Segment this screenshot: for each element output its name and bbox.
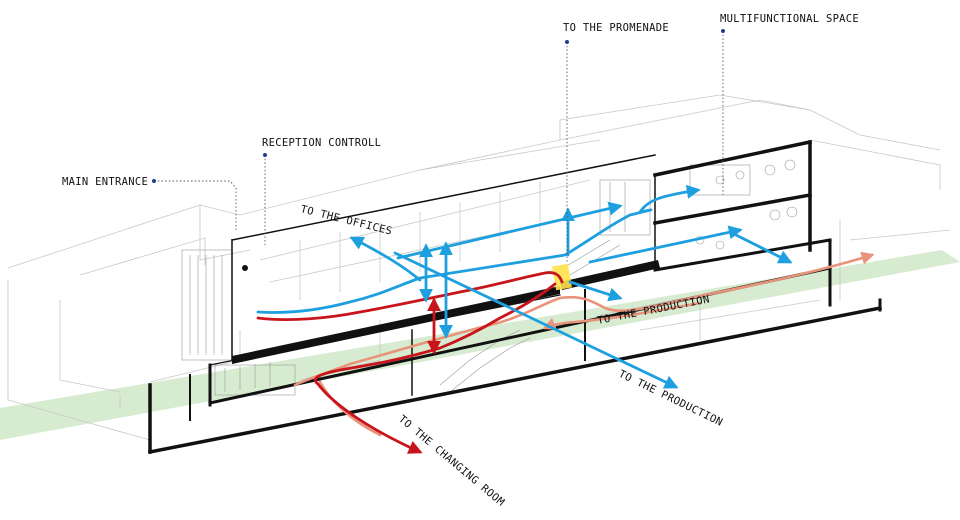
blue-flow-multi-out <box>728 230 793 264</box>
label-main-entrance: MAIN ENTRANCE <box>62 176 148 188</box>
blue-flow-main <box>256 208 653 314</box>
blue-flow-production-upper <box>568 280 623 302</box>
salmon-flows <box>293 251 875 437</box>
label-multifunctional-space: MULTIFUNCTIONAL SPACE <box>720 13 859 25</box>
red-flow-upper <box>256 271 564 322</box>
label-reception-control: RECEPTION CONTROLL <box>262 137 381 149</box>
red-flow-lower <box>313 282 557 454</box>
blue-flow-to-upper <box>638 184 701 214</box>
blue-flow-offices <box>396 201 623 260</box>
red-flows <box>256 271 564 454</box>
leader-main-entrance <box>154 180 237 230</box>
label-to-offices: TO THE OFFICES <box>299 203 393 237</box>
blue-flow-offices-back <box>349 236 422 282</box>
salmon-flow-long <box>293 251 875 387</box>
leader-dots <box>152 29 725 183</box>
blue-flows <box>256 184 793 389</box>
label-to-production-lower: TO THE PRODUCTION <box>617 368 725 429</box>
interior-detail <box>181 159 798 396</box>
label-to-changing-room: TO THE CHANGING ROOM <box>396 413 507 509</box>
promenade-highlight <box>552 263 572 291</box>
salmon-flow-down <box>318 380 382 437</box>
salmon-flow-return <box>542 301 702 330</box>
label-to-promenade: TO THE PROMENADE <box>563 22 669 34</box>
blue-flow-multi <box>588 225 743 264</box>
leader-lines <box>154 31 724 262</box>
building-structure <box>147 139 883 455</box>
